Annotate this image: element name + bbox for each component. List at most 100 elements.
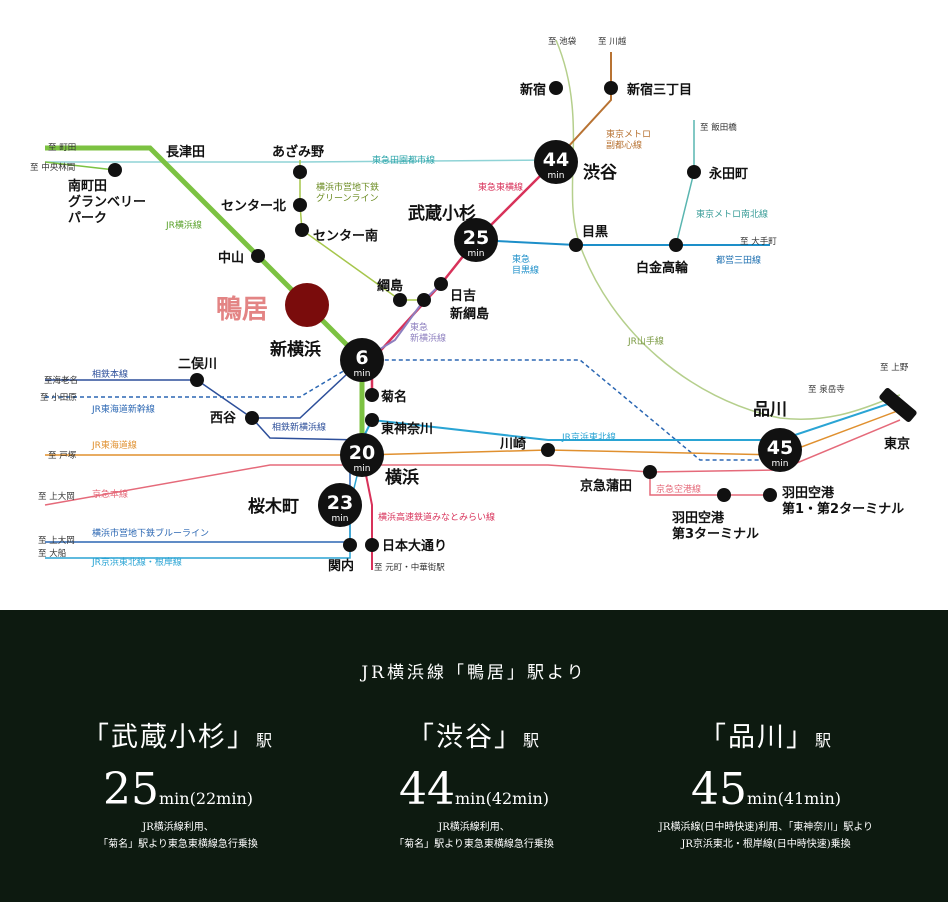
station-dot-futamatagawa bbox=[190, 373, 204, 387]
badge-shinagawa: 45 min bbox=[758, 428, 802, 472]
station-dot-nihonodori bbox=[365, 538, 379, 552]
label-haneda3: 羽田空港第3ターミナル bbox=[672, 510, 759, 542]
linelabel-keikyu: 京急本線 bbox=[92, 488, 128, 500]
linelabel-tokaido: JR東海道線 bbox=[91, 439, 137, 451]
station-dot-keikyukamata bbox=[643, 465, 657, 479]
destination-suffix: 駅 bbox=[522, 731, 541, 750]
summary-heading: JR横浜線「鴨居」駅より bbox=[361, 663, 587, 683]
label-haneda12: 羽田空港第1・第2ターミナル bbox=[782, 485, 904, 517]
keikyu-line bbox=[44, 419, 901, 506]
home-station-dot bbox=[285, 283, 329, 327]
label-centerminami: センター南 bbox=[313, 228, 378, 244]
badge-yokohama-unit: min bbox=[354, 464, 371, 474]
station-dot-kawasaki bbox=[541, 443, 555, 457]
destination-shibuya: 「渋谷」駅 44min(42min) JR横浜線利用、「菊名」駅より東急東横線急… bbox=[344, 715, 604, 853]
dir-odawara: 至 小田原 bbox=[40, 392, 77, 403]
destination-name: 「武蔵小杉」駅 bbox=[48, 715, 308, 754]
sotetsu-main bbox=[251, 417, 363, 441]
time-value: 44 bbox=[398, 764, 455, 815]
linelabel-sotetsushinyokohama: 相鉄新横浜線 bbox=[272, 421, 326, 433]
badge-shinyokohama-value: 6 bbox=[355, 347, 368, 369]
destination-name: 「品川」駅 bbox=[636, 715, 896, 754]
namboku-line bbox=[675, 120, 695, 246]
badge-sakuragicho: 23 min bbox=[318, 483, 362, 527]
station-dot-nishiya bbox=[245, 411, 259, 425]
badge-shibuya-value: 44 bbox=[543, 149, 569, 171]
station-dot-hiyoshi bbox=[434, 277, 448, 291]
linelabel-fukutoshin: 東京メトロ副都心線 bbox=[606, 128, 651, 151]
linelabel-negishi: JR京浜東北線・根岸線 bbox=[91, 556, 182, 568]
time-unit: min bbox=[746, 789, 778, 808]
label-nagatacho: 永田町 bbox=[708, 166, 748, 182]
time-unit: min bbox=[158, 789, 190, 808]
note-line-2: 「菊名」駅より東急東横線急行乗換 bbox=[98, 839, 258, 850]
dir-iidabashi: 至 飯田橋 bbox=[700, 122, 737, 133]
destination-note: JR横浜線利用、「菊名」駅より東急東横線急行乗換 bbox=[344, 819, 604, 853]
destination-name-text: 「渋谷」 bbox=[406, 722, 523, 753]
note-line-2: JR京浜東北・根岸線(日中時快速)乗換 bbox=[681, 839, 851, 850]
linelabel-keikyuairport: 京急空港線 bbox=[656, 483, 701, 495]
badge-shinagawa-unit: min bbox=[772, 459, 789, 469]
destination-name: 「渋谷」駅 bbox=[344, 715, 604, 754]
linelabel-toyoko: 東急東横線 bbox=[478, 181, 523, 193]
destination-time: 25min(22min) bbox=[48, 764, 308, 815]
dir-chuorinkan: 至 中央林間 bbox=[30, 162, 75, 173]
station-dot-minamimachida bbox=[108, 163, 122, 177]
dir-kamiooka2: 至 上大岡 bbox=[38, 535, 75, 546]
linelabel-sotetsu: 相鉄本線 bbox=[92, 368, 128, 380]
time-value: 45 bbox=[690, 764, 747, 815]
label-higashikanagawa: 東神奈川 bbox=[381, 421, 433, 437]
dir-otemachi: 至 大手町 bbox=[740, 236, 777, 247]
destination-time: 45min(41min) bbox=[636, 764, 896, 815]
label-azamino: あざみ野 bbox=[272, 144, 324, 160]
label-nakayama: 中山 bbox=[218, 250, 244, 266]
station-dot-kannai bbox=[343, 538, 357, 552]
linelabel-blueline: 横浜市営地下鉄ブルーライン bbox=[92, 527, 209, 539]
station-dot-shinjuku3 bbox=[604, 81, 618, 95]
label-sakuragicho: 桜木町 bbox=[248, 496, 299, 517]
badge-sakuragicho-unit: min bbox=[332, 514, 349, 524]
badge-shinyokohama-unit: min bbox=[354, 369, 371, 379]
label-kikuna: 菊名 bbox=[381, 389, 407, 405]
dir-ikebukuro: 至 池袋 bbox=[548, 36, 577, 47]
badge-yokohama: 20 min bbox=[340, 433, 384, 477]
station-dot-shintsunashima bbox=[417, 293, 431, 307]
station-dot-tsunashima bbox=[393, 293, 407, 307]
label-nagatsuta: 長津田 bbox=[166, 144, 205, 160]
note-line-1: JR横浜線(日中時快速)利用、「東神奈川」駅より bbox=[658, 822, 874, 833]
dir-sengakuji: 至 泉岳寺 bbox=[808, 384, 845, 395]
destination-note: JR横浜線利用、「菊名」駅より東急東横線急行乗換 bbox=[48, 819, 308, 853]
station-dot-nagatacho bbox=[687, 165, 701, 179]
linelabel-jryokohama: JR横浜線 bbox=[165, 219, 202, 231]
label-shinyokohama: 新横浜 bbox=[270, 339, 321, 360]
station-dot-meguro bbox=[569, 238, 583, 252]
time-alt: (42min) bbox=[485, 789, 550, 808]
note-line-1: JR横浜線利用、 bbox=[438, 822, 510, 833]
label-musashikosugi: 武蔵小杉 bbox=[408, 203, 476, 224]
shinkansen-line bbox=[45, 359, 780, 461]
destination-note: JR横浜線(日中時快速)利用、「東神奈川」駅より JR京浜東北・根岸線(日中時快速… bbox=[636, 819, 896, 853]
denentoshi-branch bbox=[44, 161, 116, 171]
badge-musashikosugi-value: 25 bbox=[463, 227, 489, 249]
station-dot-haneda12 bbox=[763, 488, 777, 502]
destination-musashikosugi: 「武蔵小杉」駅 25min(22min) JR横浜線利用、「菊名」駅より東急東横… bbox=[48, 715, 308, 853]
label-keikyukamata: 京急蒲田 bbox=[580, 478, 632, 494]
time-value: 25 bbox=[102, 764, 159, 815]
badge-shinagawa-value: 45 bbox=[767, 437, 793, 459]
station-dot-azamino bbox=[293, 165, 307, 179]
label-yokohama: 横浜 bbox=[385, 467, 419, 488]
label-hiyoshi: 日吉 bbox=[450, 289, 476, 304]
label-minamimachida: 南町田グランベリーパーク bbox=[68, 178, 146, 226]
label-shintsunashima: 新綱島 bbox=[450, 306, 489, 322]
time-alt: (41min) bbox=[777, 789, 842, 808]
note-line-1: JR横浜線利用、 bbox=[142, 822, 214, 833]
label-nishiya: 西谷 bbox=[210, 410, 237, 426]
label-tsunashima: 綱島 bbox=[377, 278, 403, 294]
destination-suffix: 駅 bbox=[255, 731, 274, 750]
dir-ofuna: 至 大船 bbox=[38, 548, 67, 559]
route-map: 鴨居 44 min 25 min 6 min 20 min 23 min 45 … bbox=[30, 36, 917, 574]
label-meguro: 目黒 bbox=[582, 224, 608, 240]
label-tokyo: 東京 bbox=[884, 436, 910, 452]
dir-kamiooka1: 至 上大岡 bbox=[38, 491, 75, 502]
badge-shibuya: 44 min bbox=[534, 140, 578, 184]
